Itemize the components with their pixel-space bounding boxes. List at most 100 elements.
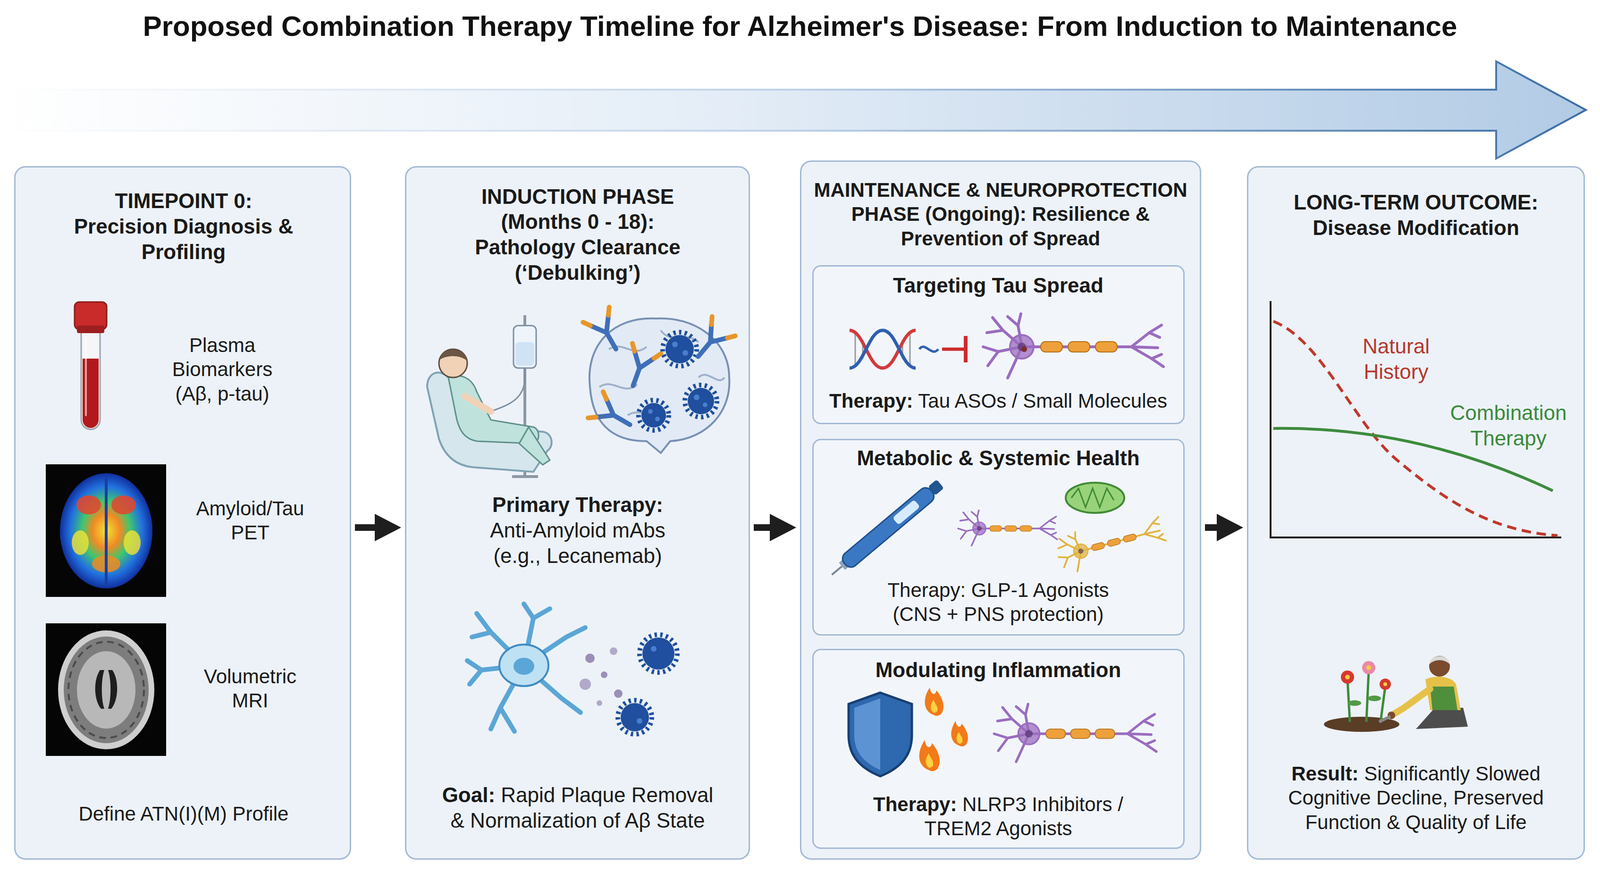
mri-image <box>108 670 118 709</box>
timeline-banner-arrow <box>0 61 1586 159</box>
illustration <box>1246 166 1585 860</box>
therapy-box: Modulating InflammationTherapy: NLRP3 In… <box>812 648 1185 850</box>
amyloid-plaque <box>702 402 708 408</box>
gardener-figure <box>1429 656 1450 677</box>
therapy-box: Metabolic & Systemic HealthTherapy: GLP-… <box>812 438 1185 636</box>
mri-image <box>58 630 155 750</box>
text-holder: Plasma Biomarkers (Aβ, p-tau) <box>165 333 279 406</box>
antibody <box>618 343 661 392</box>
antibody <box>588 391 609 422</box>
infusion-patient <box>515 342 535 366</box>
mitochondrion <box>1071 488 1114 508</box>
box-text: Define ATN(I)(M) Profile <box>27 801 340 826</box>
flame-icon <box>919 740 940 772</box>
box-text: Therapy: NLRP3 Inhibitors / TREM2 Agonis… <box>856 792 1140 841</box>
infusion-patient <box>513 325 537 369</box>
box-text: Goal: Rapid Plaque Removal & Normalizati… <box>436 782 720 834</box>
chart-label: Combination Therapy <box>1444 400 1573 451</box>
amyloid-plaque <box>665 335 694 364</box>
inhibition-symbol <box>942 336 966 363</box>
amyloid-plaque <box>684 385 717 418</box>
gardener-figure <box>1383 682 1388 687</box>
antibody <box>623 351 655 390</box>
box-heading: Targeting Tau Spread <box>818 272 1178 299</box>
mri-image <box>45 623 167 757</box>
text-holder: Result: Significantly Slowed Cognitive D… <box>1264 761 1567 835</box>
diagnostic-icons <box>45 302 167 757</box>
pet-scan-image <box>111 495 136 515</box>
amyloid-plaque <box>641 403 666 428</box>
text-emphasis: Result: <box>1291 762 1359 785</box>
gardener-figure <box>1362 661 1376 675</box>
neuron-icon <box>958 510 1058 547</box>
phase-panel: TIMEPOINT 0: Precision Diagnosis & Profi… <box>14 166 352 860</box>
flame-icon <box>919 740 940 772</box>
infusion-patient <box>512 475 539 479</box>
box-heading: LONG-TERM OUTCOME: Disease Modification <box>1269 189 1563 241</box>
blood-tube-icon <box>76 325 105 334</box>
infusion-patient <box>427 315 552 477</box>
gardener-figure <box>1347 679 1350 723</box>
mri-image <box>95 670 105 709</box>
antibody <box>630 343 661 361</box>
metabolic-illustration <box>826 477 1168 582</box>
phase-panel: LONG-TERM OUTCOME: Disease ModificationR… <box>1246 166 1585 860</box>
box-text: Result: Significantly Slowed Cognitive D… <box>1264 761 1567 835</box>
pet-scan-image <box>123 530 141 556</box>
microglia-clearing-plaque <box>636 718 643 725</box>
inhibition-symbol <box>942 347 965 352</box>
shield-icon <box>848 692 912 777</box>
flame-icon <box>925 687 944 716</box>
pet-scan-image <box>45 464 167 598</box>
box-text: Plasma Biomarkers (Aβ, p-tau) <box>165 333 279 406</box>
gardener-figure <box>1323 656 1468 733</box>
blood-tube-icon <box>84 337 87 416</box>
microglia-clearing-plaque <box>579 678 591 691</box>
pet-scan-image <box>76 495 102 515</box>
blood-tube-icon <box>81 330 101 430</box>
microglia-clearing-plaque <box>650 646 657 652</box>
antibody <box>582 307 629 357</box>
glp1-pen <box>892 499 921 526</box>
microglia-clearing-plaque <box>596 700 603 707</box>
tau-tangle <box>1021 346 1028 353</box>
dna-strand <box>849 330 916 369</box>
mri-image <box>63 636 149 744</box>
diagram-title: Proposed Combination Therapy Timeline fo… <box>143 8 1458 44</box>
flame-icon <box>951 721 969 747</box>
flame-icon <box>925 687 944 716</box>
infusion-patient <box>427 372 552 472</box>
mri-image <box>76 651 136 729</box>
antibody <box>582 307 736 438</box>
infusion-patient <box>490 368 525 412</box>
box-heading: INDUCTION PHASE (Months 0 - 18): Patholo… <box>459 184 696 286</box>
brain-with-antibodies <box>582 307 736 454</box>
text-run: Tau ASOs / Small Molecules <box>912 389 1167 413</box>
microglia-clearing-plaque <box>614 689 623 699</box>
phase-panel: INDUCTION PHASE (Months 0 - 18): Patholo… <box>404 166 750 860</box>
gardener-figure <box>1379 678 1391 691</box>
amyloid-plaque <box>662 332 697 367</box>
gardener-figure <box>1323 716 1400 733</box>
flame-icon <box>919 687 969 772</box>
flow-arrow <box>1204 524 1224 531</box>
microglia-clearing-plaque <box>642 637 675 670</box>
amyloid-plaque <box>648 409 653 414</box>
text-holder: Goal: Rapid Plaque Removal & Normalizati… <box>436 782 720 834</box>
text-holder: Amyloid/Tau PET <box>191 496 310 545</box>
dna-strand <box>854 333 857 366</box>
text-holder: LONG-TERM OUTCOME: Disease Modification <box>1269 189 1563 241</box>
flame-icon <box>956 732 963 744</box>
glp1-pen <box>927 479 944 496</box>
text-holder: Metabolic & Systemic Health <box>818 445 1178 472</box>
pet-scan-image <box>59 473 153 589</box>
infusion-patient <box>464 396 491 412</box>
microglia-clearing-plaque <box>620 703 649 732</box>
flame-icon <box>930 699 938 714</box>
box-heading: MAINTENANCE & NEUROPROTECTION PHASE (Ong… <box>804 177 1197 251</box>
pet-scan-image <box>104 475 108 587</box>
box-heading: TIMEPOINT 0: Precision Diagnosis & Profi… <box>69 188 299 265</box>
brain-with-antibodies <box>698 374 725 381</box>
gardener-figure <box>1340 670 1355 684</box>
